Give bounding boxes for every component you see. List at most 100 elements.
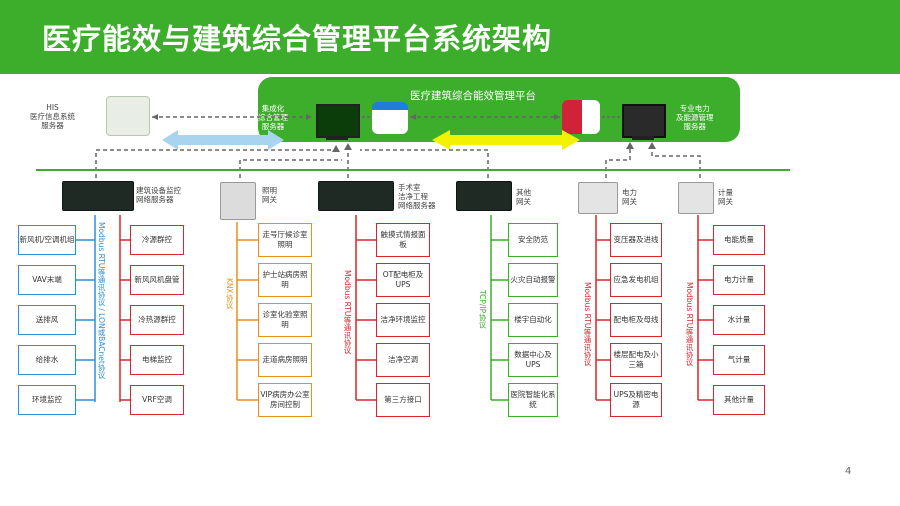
meter-wiring xyxy=(697,215,713,401)
power-wiring xyxy=(595,215,610,401)
platform-title: 医疗建筑综合能效管理平台 xyxy=(410,90,536,102)
bms-left-item: 给排水 xyxy=(18,345,76,375)
light-blue-double-arrow xyxy=(162,130,284,150)
other-uplink xyxy=(360,149,489,178)
his-label-line: 服务器 xyxy=(41,121,64,130)
bms-left-item: 送排风 xyxy=(18,305,76,335)
yellow-double-arrow xyxy=(432,130,580,150)
meter-item: 气计量 xyxy=(713,345,765,375)
lighting-gateway-device xyxy=(220,182,256,220)
bms-protocol-label: Modbus RTU等通讯协议 / LON或BACnet协议 xyxy=(97,222,106,379)
lighting-uplink xyxy=(239,159,342,178)
uplink-arrow xyxy=(332,145,340,152)
bms-uplink xyxy=(95,149,336,178)
gateway-label-line: 网关 xyxy=(516,197,531,206)
platform-link-arrow xyxy=(410,114,416,120)
gateway-label-line: 洁净工程 xyxy=(398,192,428,201)
other-item: 数据中心及UPS xyxy=(508,343,558,377)
power-protocol-label: Modbus RTU等通讯协议 xyxy=(583,282,592,366)
page-number: 4 xyxy=(845,466,852,477)
power-uplink xyxy=(605,144,631,178)
or-protocol-label: Modbus RTU等通讯协议 xyxy=(343,270,352,354)
lighting-wiring xyxy=(236,222,258,401)
bms-left-item: 环境监控 xyxy=(18,385,76,415)
meter-uplink xyxy=(651,144,701,178)
platform-link-arrow xyxy=(554,114,560,120)
bms-wiring xyxy=(76,215,130,402)
or-wiring xyxy=(355,215,376,401)
or-gateway-label: 手术室 洁净工程 网络服务器 xyxy=(398,183,436,210)
meter-item: 电能质量 xyxy=(713,225,765,255)
bms-right-item: 冷源群控 xyxy=(130,225,184,255)
lighting-item: 走号厅候诊室照明 xyxy=(258,223,312,257)
title-bar: 医疗能效与建筑综合管理平台系统架构 xyxy=(0,0,900,74)
gateway-label-line: 手术室 xyxy=(398,183,421,192)
power-item: 应急发电机组 xyxy=(610,263,662,297)
bms-gateway-label: 建筑设备监控 网络服务器 xyxy=(136,186,181,204)
integrated-monitor-stand-icon xyxy=(326,136,348,140)
meter-gateway-label: 计量 网关 xyxy=(718,188,733,206)
other-controller-device xyxy=(456,181,512,211)
meter-item: 水计量 xyxy=(713,305,765,335)
other-protocol-label: TCP/IP协议 xyxy=(478,290,487,329)
integrated-label-line: 服务器 xyxy=(261,122,285,131)
gateway-label-line: 网关 xyxy=(262,195,277,204)
his-label-line: 医疗信息系统 xyxy=(30,112,75,121)
bms-right-item: 新风风机盘管 xyxy=(130,265,184,295)
power-monitor-stand-icon xyxy=(632,136,654,140)
or-item: 洁净空调 xyxy=(376,343,430,377)
meter-item: 其他计量 xyxy=(713,385,765,415)
gateway-label-line: 网络服务器 xyxy=(398,201,436,210)
bms-controller-device xyxy=(62,181,134,211)
other-item: 医院智能化系统 xyxy=(508,383,558,417)
gateway-label-line: 网关 xyxy=(622,197,637,206)
meter-item: 电力计量 xyxy=(713,265,765,295)
power-server-label: 专业电力 及能源管理 服务器 xyxy=(676,104,714,131)
power-monitor-icon xyxy=(622,104,666,138)
his-link-arrow-left xyxy=(152,114,158,120)
gateway-label-line: 照明 xyxy=(262,186,277,195)
page-title: 医疗能效与建筑综合管理平台系统架构 xyxy=(42,22,553,56)
or-controller-device xyxy=(318,181,394,211)
power-gateway-device xyxy=(578,182,618,214)
platform-cube-blue-icon xyxy=(372,102,408,134)
his-server-icon xyxy=(106,96,150,136)
other-item: 安全防范 xyxy=(508,223,558,257)
gateway-label-line: 电力 xyxy=(622,188,637,197)
bms-right-item: 电梯监控 xyxy=(130,345,184,375)
power-gateway-label: 电力 网关 xyxy=(622,188,637,206)
or-item: 洁净环境监控 xyxy=(376,303,430,337)
lighting-item: 诊室化验室照明 xyxy=(258,303,312,337)
gateway-label-line: 建筑设备监控 xyxy=(136,186,181,195)
or-item: 触摸式情报面板 xyxy=(376,223,430,257)
bms-left-item: 新风机/空调机组 xyxy=(18,225,76,255)
power-item: UPS及精密电源 xyxy=(610,383,662,417)
other-gateway-label: 其他 网关 xyxy=(516,188,531,206)
his-link-arrow-right xyxy=(306,114,312,120)
or-item: 第三方接口 xyxy=(376,383,430,417)
his-label-line: HIS xyxy=(46,103,59,112)
or-item: OT配电柜及UPS xyxy=(376,263,430,297)
other-item: 火灾自动报警 xyxy=(508,263,558,297)
power-label-line: 及能源管理 xyxy=(676,113,714,122)
platform-cube-red-icon xyxy=(562,100,600,134)
bms-right-item: 冷热源群控 xyxy=(130,305,184,335)
power-item: 楼层配电及小三箱 xyxy=(610,343,662,377)
his-server-label: HIS 医疗信息系统 服务器 xyxy=(30,103,75,130)
power-item: 配电柜及母线 xyxy=(610,303,662,337)
other-item: 楼宇自动化 xyxy=(508,303,558,337)
bms-left-item: VAV末端 xyxy=(18,265,76,295)
integrated-label-line: 集成化 xyxy=(261,104,285,113)
lighting-protocol-label: KNX协议 xyxy=(225,278,234,309)
lighting-item: 护士站病房照明 xyxy=(258,263,312,297)
gateway-label-line: 网关 xyxy=(718,197,733,206)
meter-protocol-label: Modbus RTU等通讯协议 xyxy=(685,282,694,366)
gateway-label-line: 网络服务器 xyxy=(136,195,174,204)
uplink-arrow xyxy=(648,142,656,149)
gateway-label-line: 计量 xyxy=(718,188,733,197)
power-label-line: 服务器 xyxy=(683,122,707,131)
other-wiring xyxy=(490,215,508,401)
lighting-item: 走道病房照明 xyxy=(258,343,312,377)
lighting-item: VIP病房办公室房间控制 xyxy=(258,383,312,417)
